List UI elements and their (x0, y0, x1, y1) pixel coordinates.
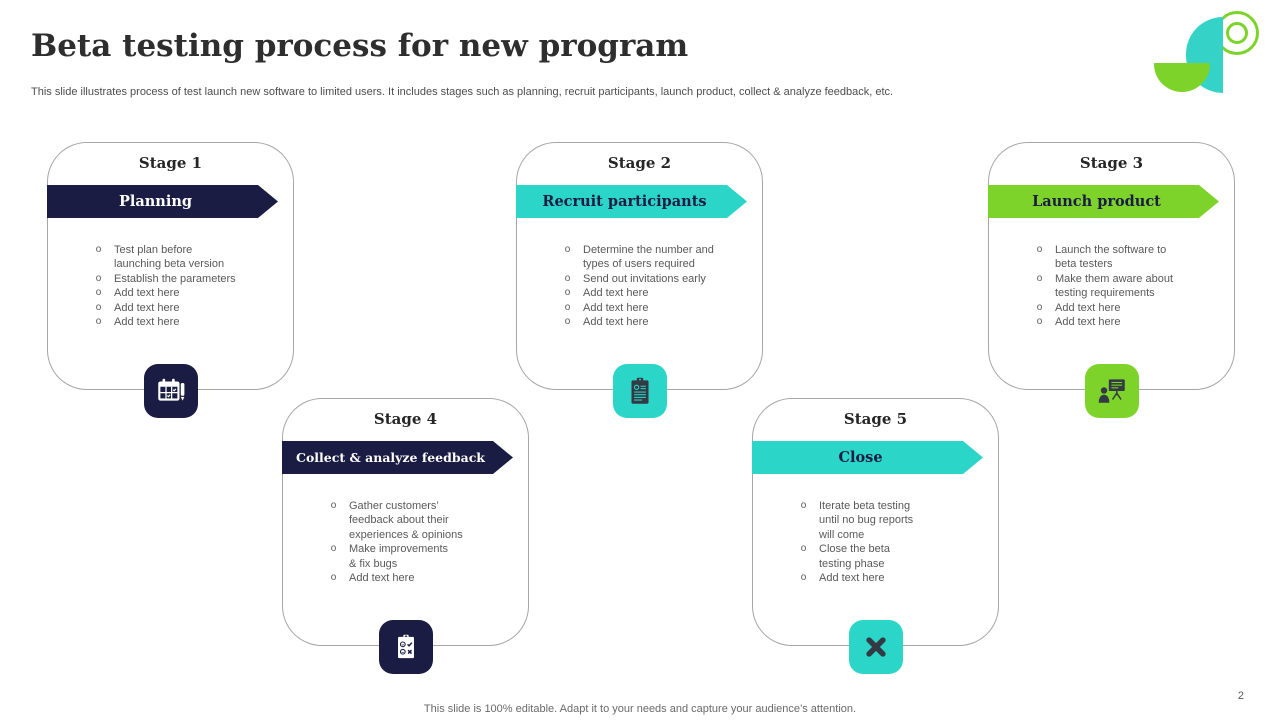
logo-green-halfcircle-icon (1154, 63, 1210, 92)
stage-4-banner-text: Collect & analyze feedback (296, 450, 485, 465)
page-title: Beta testing process for new program (31, 28, 689, 64)
presentation-icon (1084, 364, 1139, 418)
calendar-planning-icon (143, 364, 198, 418)
feedback-checklist-icon (378, 620, 433, 674)
stage-2-label: Stage 2 (607, 154, 672, 172)
brand-logo (1150, 0, 1280, 110)
stage-3-banner-text: Launch product (1032, 193, 1161, 210)
stage-4-label: Stage 4 (373, 410, 438, 428)
close-icon (848, 620, 903, 674)
footer-note: This slide is 100% editable. Adapt it to… (423, 703, 857, 715)
stage-5-banner-arrow: Close (752, 441, 983, 474)
stage-2-banner-text: Recruit participants (542, 193, 707, 210)
page-number: 2 (1237, 690, 1244, 702)
stage-3-banner-arrow: Launch product (988, 185, 1219, 218)
recruit-clipboard-icon (612, 364, 667, 418)
logo-inner-ring-icon (1226, 22, 1248, 44)
stage-1-label: Stage 1 (138, 154, 203, 172)
stage-1-banner-text: Planning (118, 193, 193, 210)
stage-3-label: Stage 3 (1079, 154, 1144, 172)
stage-5-label: Stage 5 (843, 410, 908, 428)
stage-5-banner-text: Close (838, 449, 883, 466)
slide-subtitle: This slide illustrates process of test l… (31, 86, 894, 98)
stage-4-banner-arrow: Collect & analyze feedback (282, 441, 513, 474)
stage-2-banner-arrow: Recruit participants (516, 185, 747, 218)
stage-1-banner-arrow: Planning (47, 185, 278, 218)
